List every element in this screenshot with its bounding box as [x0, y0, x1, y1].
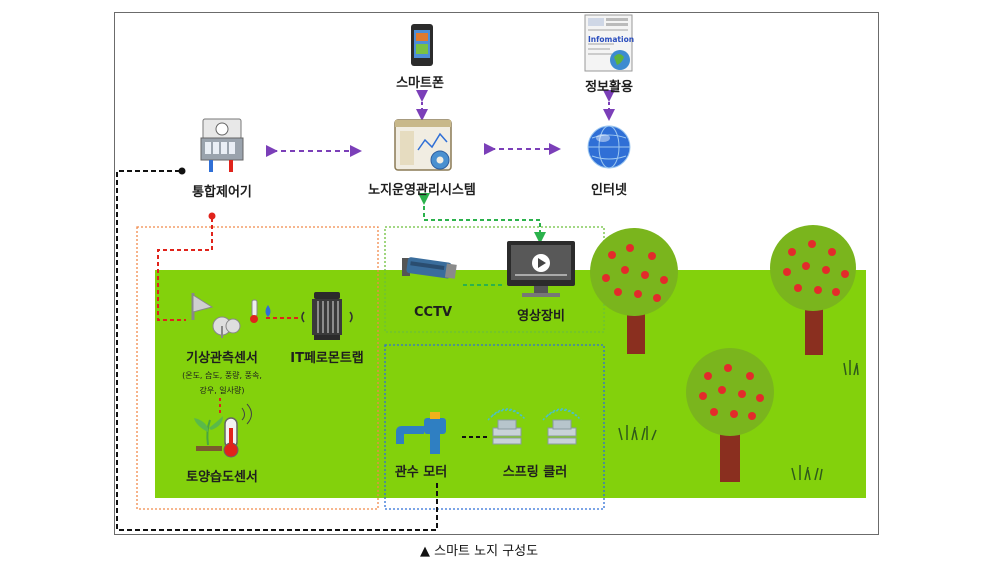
soil-sensor-label: 토양습도센서 [186, 470, 258, 485]
sprinkler-label: 스프링 클러 [502, 465, 568, 480]
weather-sensor-detail-1: (온도, 습도, 풍량, 풍속, [182, 371, 262, 380]
management-system-icon [394, 119, 452, 171]
apple-tree-3 [686, 348, 774, 482]
grass-tuft-2 [791, 465, 823, 481]
pheromone-trap-label: IT페로몬트랩 [290, 351, 364, 366]
pheromone-trap-icon [301, 292, 353, 340]
cctv-icon [402, 257, 457, 279]
irrigation-motor-label: 관수 모터 [394, 465, 448, 480]
sensor-group-box [136, 226, 379, 510]
weather-sensor-label: 기상관측센서 [186, 351, 258, 366]
info-card-icon [584, 14, 633, 72]
internet-label: 인터넷 [591, 183, 627, 198]
figure-caption: ▲ 스마트 노지 구성도 [420, 544, 539, 559]
video-equipment-label: 영상장비 [517, 309, 565, 324]
integrated-controller-label: 통합제어기 [192, 185, 252, 200]
weather-sensor-detail-2: 강우, 일사량) [199, 386, 245, 395]
weather-sensor-icon [191, 293, 271, 338]
apple-tree-2 [770, 225, 856, 355]
info-use-label: 정보활용 [585, 80, 633, 95]
soil-sensor-icon [194, 403, 252, 458]
irrigation-faucet-icon [396, 412, 446, 454]
info-card-text: Infomation [588, 35, 634, 44]
management-system-label: 노지운영관리시스템 [368, 183, 476, 198]
smartphone-label: 스마트폰 [396, 76, 444, 91]
irrigation-group-box [384, 344, 605, 510]
grass-tuft-1 [618, 425, 657, 441]
grass-tuft-3 [843, 360, 859, 376]
internet-globe-icon [587, 125, 631, 169]
video-monitor-icon [507, 241, 575, 297]
sprinkler-icon-1 [487, 408, 527, 445]
apple-tree-1 [590, 228, 678, 354]
link-system-video [418, 193, 546, 244]
smartphone-icon [411, 24, 433, 66]
link-controller-motor [116, 170, 438, 531]
cctv-label: CCTV [413, 305, 453, 320]
link-controller-sensors [157, 218, 213, 321]
sprinkler-icon-2 [542, 408, 582, 445]
controller-icon [200, 118, 244, 172]
